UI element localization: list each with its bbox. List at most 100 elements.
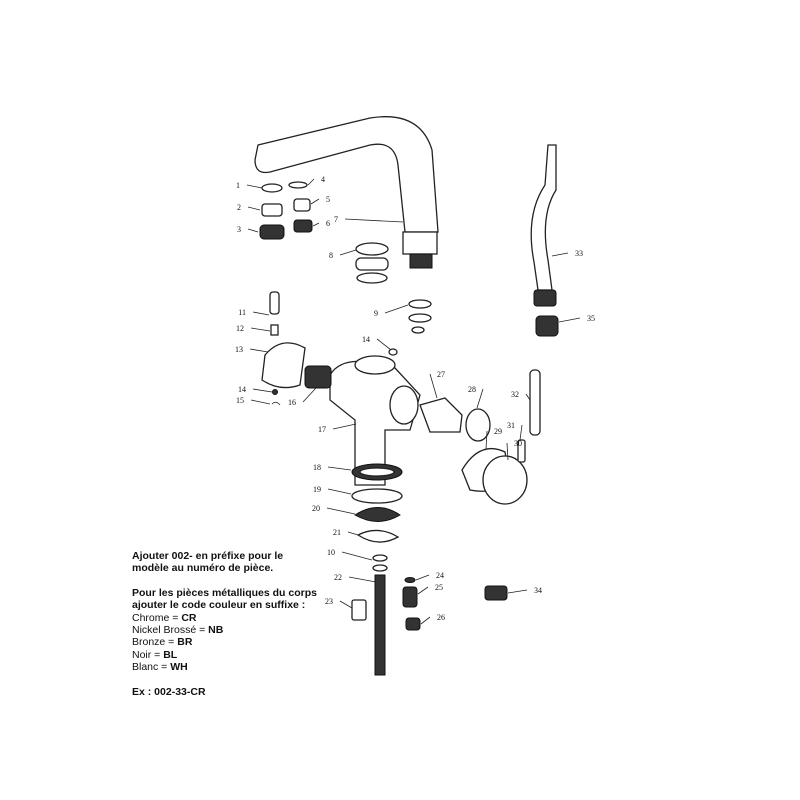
part-number-label: 24 xyxy=(436,571,444,580)
leader-line xyxy=(250,327,271,332)
leader-line xyxy=(252,311,270,316)
part-number-label: 6 xyxy=(326,219,330,228)
part-number-label: 15 xyxy=(236,396,244,405)
leader-line xyxy=(341,551,373,561)
leader-line xyxy=(415,574,430,581)
part-number-label: 17 xyxy=(318,425,326,434)
leader-line xyxy=(420,616,431,625)
left-handle xyxy=(261,291,332,406)
part-number-label: 1 xyxy=(236,181,240,190)
leader-line xyxy=(327,466,352,471)
leader-line xyxy=(250,399,271,405)
part-number-label: 2 xyxy=(237,203,241,212)
part-number-label: 8 xyxy=(329,251,333,260)
part-number-label: 16 xyxy=(288,398,296,407)
part-number-label: 31 xyxy=(507,421,515,430)
part-number-label: 9 xyxy=(374,309,378,318)
color-code-row: Blanc = WH xyxy=(132,661,352,673)
part-number-label: 26 xyxy=(437,613,445,622)
part-number-label: 10 xyxy=(327,548,335,557)
leader-line xyxy=(339,249,357,256)
leader-line xyxy=(327,488,352,495)
leader-line xyxy=(384,304,409,314)
color-code-row: Noir = BL xyxy=(132,649,352,661)
part-number-label: 29 xyxy=(494,427,502,436)
leader-line xyxy=(429,373,438,399)
part-number-label: 5 xyxy=(326,195,330,204)
color-name: Blanc = xyxy=(132,661,171,674)
leader-line xyxy=(558,317,581,323)
color-code-row: Nickel Brossé = NB xyxy=(132,624,352,636)
part-number-label: 25 xyxy=(435,583,443,592)
hose xyxy=(530,144,559,337)
aerator-parts xyxy=(259,181,313,240)
leader-line xyxy=(339,600,353,609)
mounting-parts xyxy=(351,463,508,676)
part-number-label: 18 xyxy=(313,463,321,472)
part-number-label: 11 xyxy=(238,308,246,317)
example-code: Ex : 002-33-CR xyxy=(132,685,206,698)
part-number-label: 34 xyxy=(534,586,542,595)
part-number-label: 23 xyxy=(325,597,333,606)
part-number-label: 14 xyxy=(362,335,370,344)
spout xyxy=(254,116,439,269)
part-number-label: 21 xyxy=(333,528,341,537)
color-name: Noir = xyxy=(132,648,164,661)
part-number-label: 27 xyxy=(437,370,445,379)
part-number-label: 28 xyxy=(468,385,476,394)
leader-line xyxy=(485,430,488,450)
prefix-note-line1: Ajouter 002- en préfixe pour le xyxy=(132,550,284,562)
part-number-label: 4 xyxy=(321,175,325,184)
leader-line xyxy=(525,393,531,401)
leader-line xyxy=(519,424,523,441)
color-code-row: Chrome = CR xyxy=(132,612,352,624)
suffix-note-line2: ajouter le code couleur en suffixe : xyxy=(132,599,306,612)
ordering-notes: Ajouter 002- en préfixe pour le modèle a… xyxy=(132,550,352,698)
leader-line xyxy=(247,206,261,211)
color-code: NB xyxy=(208,624,224,637)
part-number-label: 30 xyxy=(514,439,522,448)
part-number-label: 20 xyxy=(312,504,320,513)
color-code: CR xyxy=(181,611,197,624)
leader-line xyxy=(310,198,320,205)
right-handle xyxy=(419,369,541,505)
leader-line xyxy=(417,586,429,595)
leader-line xyxy=(344,218,404,223)
o-rings xyxy=(355,242,432,334)
color-name: Bronze = xyxy=(132,636,178,649)
part-number-label: 7 xyxy=(334,215,338,224)
color-code: WH xyxy=(170,661,188,674)
leader-line xyxy=(302,387,317,403)
leader-line xyxy=(247,228,259,233)
color-code: BL xyxy=(163,648,178,661)
leader-line xyxy=(551,252,569,257)
suffix-note-line1: Pour les pièces métalliques du corps xyxy=(132,586,317,599)
leader-line xyxy=(312,222,320,227)
color-name: Chrome = xyxy=(132,611,182,624)
leader-line xyxy=(326,507,356,515)
leader-line xyxy=(307,178,315,186)
color-code: BR xyxy=(177,636,193,649)
part-number-label: 12 xyxy=(236,324,244,333)
part-number-label: 14 xyxy=(238,385,246,394)
color-name: Nickel Brossé = xyxy=(132,624,209,637)
leader-line xyxy=(246,184,263,189)
leader-line xyxy=(506,442,509,461)
leader-line xyxy=(507,589,528,594)
leader-line xyxy=(249,348,269,353)
body xyxy=(329,348,421,486)
part-number-label: 33 xyxy=(575,249,583,258)
leader-line xyxy=(252,388,273,393)
part-number-label: 35 xyxy=(587,314,595,323)
part-number-label: 3 xyxy=(237,225,241,234)
part-number-label: 19 xyxy=(313,485,321,494)
leader-line xyxy=(332,423,357,430)
leader-line xyxy=(347,531,359,536)
part-number-label: 32 xyxy=(511,390,519,399)
part-number-label: 22 xyxy=(334,573,342,582)
leader-line xyxy=(376,338,392,351)
prefix-note-line2: modèle au numéro de pièce. xyxy=(132,562,274,575)
leader-line xyxy=(348,576,377,583)
